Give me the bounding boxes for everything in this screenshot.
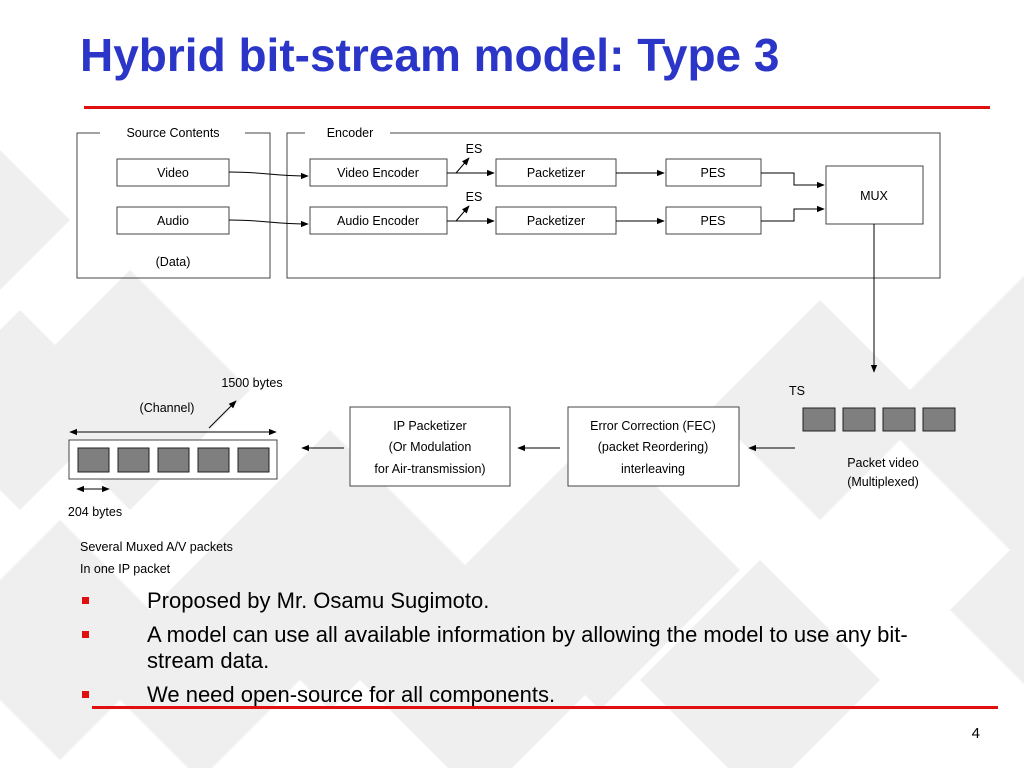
arrow-video-to-encoder (228, 171, 309, 180)
mux-label: MUX (860, 189, 888, 203)
page-number: 4 (971, 725, 980, 742)
audio-encoder-label: Audio Encoder (337, 214, 419, 228)
fec-label-2: (packet Reordering) (598, 440, 708, 454)
packetizer-label-2: Packetizer (527, 214, 585, 228)
video-encoder-box (309, 158, 448, 187)
ts-packets: TS Packet video (Multiplexed) (789, 384, 956, 489)
arrow-es-1 (455, 157, 470, 174)
bullet-square-icon (82, 597, 89, 604)
ts-packet (842, 407, 876, 432)
es-label-1: ES (466, 142, 483, 156)
ip-packetizer-block: IP Packetizer (Or Modulation for Air-tra… (349, 406, 511, 487)
ip-label-1: IP Packetizer (393, 419, 466, 433)
channel-packet (77, 447, 110, 473)
ts-packet (922, 407, 956, 432)
bullet-square-icon (82, 691, 89, 698)
mux-box (825, 165, 924, 225)
bullet-list: Proposed by Mr. Osamu Sugimoto. A model … (80, 588, 960, 716)
ts-label: TS (789, 384, 805, 398)
source-contents-group: Source Contents Video Audio (Data) (76, 126, 271, 279)
fec-label-3: interleaving (621, 462, 685, 476)
channel-packet (157, 447, 190, 473)
pes-box-2 (665, 206, 762, 235)
bullet-text: Proposed by Mr. Osamu Sugimoto. (147, 588, 490, 613)
video-encoder-label: Video Encoder (337, 166, 419, 180)
arrow-pes-to-mux-1 (761, 172, 825, 189)
channel-label: (Channel) (140, 401, 195, 415)
packetizer-label-1: Packetizer (527, 166, 585, 180)
video-box (116, 158, 230, 187)
bytes-1500-label: 1500 bytes (221, 376, 282, 390)
data-label: (Data) (156, 255, 191, 269)
video-label: Video (157, 166, 189, 180)
packetizer-box-2 (495, 206, 617, 235)
encoder-label: Encoder (327, 126, 374, 140)
ip-label-3: for Air-transmission) (374, 462, 485, 476)
channel-packet (117, 447, 150, 473)
ip-packet-channel: 1500 bytes (Channel) 204 bytes Several M… (68, 376, 283, 576)
note-label-2: In one IP packet (80, 562, 171, 576)
ip-label-2: (Or Modulation (389, 440, 472, 454)
es-label-2: ES (466, 190, 483, 204)
arrow-1500-bytes (208, 400, 237, 429)
slide-title: Hybrid bit-stream model: Type 3 (80, 29, 780, 81)
bullet-text: We need open-source for all components. (147, 682, 556, 707)
audio-encoder-box (309, 206, 448, 235)
arrow-es-2 (455, 205, 470, 222)
channel-packet (197, 447, 230, 473)
note-label-1: Several Muxed A/V packets (80, 540, 233, 554)
fec-block: Error Correction (FEC) (packet Reorderin… (567, 406, 740, 487)
packetizer-box-1 (495, 158, 617, 187)
packet-video-label-2: (Multiplexed) (847, 475, 919, 489)
pes-label-1: PES (700, 166, 725, 180)
bullet-square-icon (82, 631, 89, 638)
bullet-item: We need open-source for all components. (80, 682, 960, 708)
fec-box (567, 406, 740, 487)
encoder-group: Encoder Video Encoder Audio Encoder Pack… (286, 126, 941, 279)
ip-packetizer-box (349, 406, 511, 487)
bytes-204-label: 204 bytes (68, 505, 122, 519)
pes-label-2: PES (700, 214, 725, 228)
ts-packet (882, 407, 916, 432)
audio-label: Audio (157, 214, 189, 228)
arrow-pes-to-mux-2 (761, 205, 825, 222)
bullet-text: A model can use all available informatio… (147, 622, 908, 673)
flow-arrows (228, 157, 878, 373)
top-red-rule (84, 106, 990, 109)
bullet-item: A model can use all available informatio… (80, 622, 960, 674)
bottom-red-rule (92, 706, 998, 709)
channel-packet (237, 447, 270, 473)
packet-video-label-1: Packet video (847, 456, 919, 470)
bullet-item: Proposed by Mr. Osamu Sugimoto. (80, 588, 960, 614)
fec-label-1: Error Correction (FEC) (590, 419, 716, 433)
source-contents-label: Source Contents (126, 126, 219, 140)
arrow-audio-to-encoder (228, 219, 309, 228)
pes-box-1 (665, 158, 762, 187)
ts-packet (802, 407, 836, 432)
